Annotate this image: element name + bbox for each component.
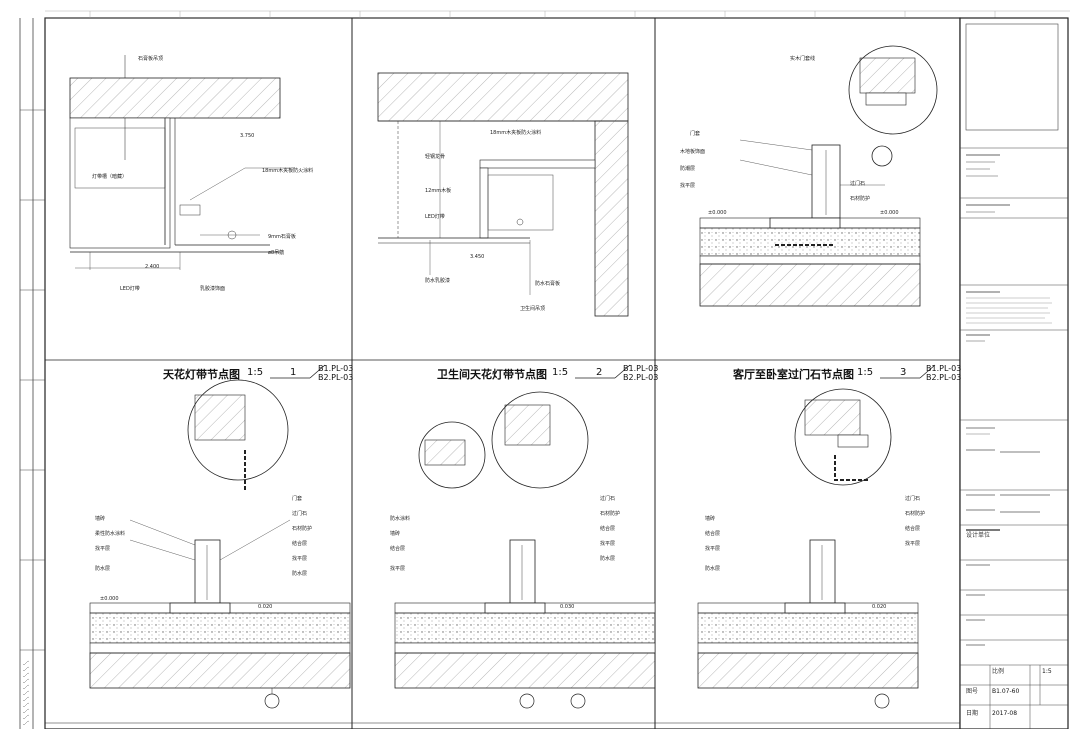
d1-level-text: 3.750: [240, 133, 254, 139]
svg-text:18mm木夹板防火涂料: 18mm木夹板防火涂料: [262, 167, 313, 174]
svg-text:ø8吊筋: ø8吊筋: [268, 249, 284, 256]
b1-level-b: 0.020: [258, 604, 272, 610]
d3-level-b: ±0.000: [880, 210, 899, 216]
svg-text:实木门套线: 实木门套线: [790, 55, 815, 62]
svg-text:灯带槽（暗藏）: 灯带槽（暗藏）: [92, 173, 127, 180]
detail-2-scale: 1:5: [552, 367, 569, 378]
svg-text:卫生间吊顶: 卫生间吊顶: [520, 305, 545, 312]
svg-text:石材防护: 石材防护: [292, 525, 312, 532]
bottom-detail-a: 墙砖 柔性防水涂料 找平层 防水层 门套 过门石 石材防护 结合层 找平层 防水…: [89, 379, 351, 709]
svg-text:石膏板吊顶: 石膏板吊顶: [138, 55, 163, 62]
svg-text:结合层: 结合层: [292, 540, 307, 547]
tb-drawing-no: B1.07-60: [992, 688, 1020, 695]
d1-width-text: 2.400: [145, 264, 159, 270]
svg-text:过门石: 过门石: [905, 495, 920, 502]
svg-text:乳胶漆饰面: 乳胶漆饰面: [200, 285, 225, 292]
svg-text:过门石: 过门石: [292, 510, 307, 517]
detail-2-title: 卫生间天花灯带节点图: [437, 368, 547, 381]
svg-text:轻钢龙骨: 轻钢龙骨: [425, 153, 445, 160]
detail-1-number: 1: [290, 367, 297, 378]
svg-text:防水乳胶漆: 防水乳胶漆: [425, 277, 450, 284]
d3-level-a: ±0.000: [708, 210, 727, 216]
detail-1-ref-a: B1.PL-03: [318, 364, 354, 373]
detail-3-title: 客厅至卧室过门石节点图: [733, 368, 854, 381]
detail-3-ref-b: B2.PL-03: [926, 373, 962, 382]
svg-text:找平层: 找平层: [292, 555, 307, 562]
svg-text:找平层: 找平层: [95, 545, 110, 552]
tb-drawing-no-label: 图号: [966, 688, 979, 695]
svg-text:过门石: 过门石: [850, 180, 865, 187]
svg-text:木地板饰面: 木地板饰面: [680, 148, 705, 155]
svg-text:防水层: 防水层: [292, 570, 307, 577]
detail-2-number: 2: [596, 367, 603, 378]
svg-text:防潮层: 防潮层: [680, 165, 695, 172]
tb-design-label: 设计单位: [966, 532, 991, 539]
detail-1-title: 天花灯带节点图: [163, 368, 240, 381]
svg-text:墙砖: 墙砖: [390, 530, 400, 537]
panel-grid: [45, 18, 960, 729]
svg-text:石材防护: 石材防护: [905, 510, 925, 517]
bottom-detail-b: 防水涂料 墙砖 结合层 找平层 过门石 石材防护 结合层 找平层 防水层 0.0…: [390, 391, 656, 709]
svg-text:石材防护: 石材防护: [850, 195, 870, 202]
svg-text:结合层: 结合层: [705, 530, 720, 537]
detail-1-ceiling-light-strip: 石膏板吊顶 灯带槽（暗藏） 18mm木夹板防火涂料 9mm石膏板 ø8吊筋 LE…: [69, 55, 313, 292]
detail-3-scale: 1:5: [857, 367, 874, 378]
detail-2-ref-a: B1.PL-03: [623, 364, 659, 373]
svg-text:防水层: 防水层: [600, 555, 615, 562]
b1-level-a: ±0.000: [100, 596, 119, 602]
svg-text:柔性防水涂料: 柔性防水涂料: [95, 530, 125, 537]
tb-date: 2017-08: [992, 710, 1018, 717]
detail-3-threshold-stone: 门套 木地板饰面 防潮层 找平层 过门石 石材防护 实木门套线 ±0.000 ±…: [680, 45, 938, 307]
b3-level: 0.020: [872, 604, 886, 610]
svg-text:防水层: 防水层: [95, 565, 110, 572]
detail-number-marks: [270, 364, 936, 379]
detail-1-scale: 1:5: [247, 367, 264, 378]
svg-text:找平层: 找平层: [390, 565, 405, 572]
svg-text:结合层: 结合层: [390, 545, 405, 552]
detail-3-ref-a: B1.PL-03: [926, 364, 962, 373]
d2-width-text: 3.450: [470, 254, 484, 260]
svg-text:门套: 门套: [292, 495, 302, 502]
detail-1-ref-b: B2.PL-03: [318, 373, 354, 382]
b2-level: 0.030: [560, 604, 574, 610]
svg-text:LED灯带: LED灯带: [425, 213, 445, 220]
svg-text:找平层: 找平层: [600, 540, 615, 547]
detail-3-number: 3: [900, 367, 907, 378]
svg-text:9mm石膏板: 9mm石膏板: [268, 233, 296, 240]
svg-text:防水石膏板: 防水石膏板: [535, 280, 560, 287]
tb-scale-label: 比例: [992, 668, 1005, 675]
svg-text:石材防护: 石材防护: [600, 510, 620, 517]
svg-text:结合层: 结合层: [905, 525, 920, 532]
svg-text:墙砖: 墙砖: [95, 515, 105, 522]
title-block: [959, 17, 1069, 730]
svg-text:防水层: 防水层: [705, 565, 720, 572]
svg-text:结合层: 结合层: [600, 525, 615, 532]
svg-text:墙砖: 墙砖: [705, 515, 715, 522]
svg-text:找平层: 找平层: [905, 540, 920, 547]
svg-text:找平层: 找平层: [680, 182, 695, 189]
detail-2-bathroom-ceiling-strip: 18mm木夹板防火涂料 轻钢龙骨 12mm木板 LED灯带 防水石膏板 卫生间吊…: [377, 72, 629, 317]
svg-text:找平层: 找平层: [705, 545, 720, 552]
detail-2-ref-b: B2.PL-03: [623, 373, 659, 382]
svg-text:过门石: 过门石: [600, 495, 615, 502]
svg-text:防水涂料: 防水涂料: [390, 515, 410, 522]
tb-scale-value: 1:5: [1042, 668, 1052, 675]
svg-text:门套: 门套: [690, 130, 700, 137]
bottom-detail-c: 墙砖 结合层 找平层 防水层 过门石 石材防护 结合层 找平层 0.020: [697, 388, 925, 709]
tb-date-label: 日期: [966, 710, 979, 717]
svg-text:18mm木夹板防火涂料: 18mm木夹板防火涂料: [490, 129, 541, 136]
svg-text:LED灯带: LED灯带: [120, 285, 140, 292]
svg-text:12mm木板: 12mm木板: [425, 187, 451, 194]
